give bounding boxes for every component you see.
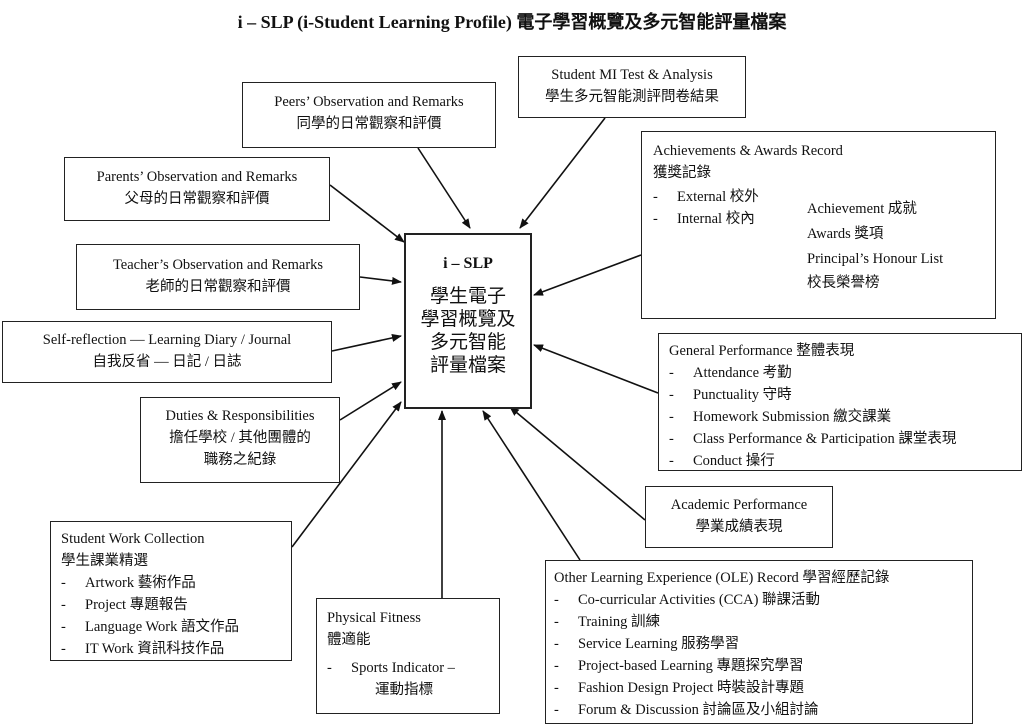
arrow-peers — [417, 147, 471, 229]
ole-item: Fashion Design Project 時裝設計專題 — [578, 680, 804, 696]
work-item: Language Work 語文作品 — [85, 619, 240, 635]
duties-en: Duties & Responsibilities — [165, 408, 315, 424]
bullet-dash: - — [653, 211, 658, 227]
arrow-general — [533, 344, 659, 394]
teacher-zh: 老師的日常觀察和評價 — [145, 279, 291, 295]
bullet-dash: - — [327, 660, 332, 676]
bullet-dash: - — [669, 365, 674, 381]
work-item: Artwork 藝術作品 — [85, 575, 196, 591]
physical-item-zh: 運動指標 — [375, 682, 433, 698]
ole-item: Service Learning 服務學習 — [578, 636, 740, 652]
teacher-box: Teacher’s Observation and Remarks 老師的日常觀… — [76, 244, 360, 310]
hub-line: 多元智能 — [429, 332, 506, 353]
ole-item: Co-curricular Activities (CCA) 聯課活動 — [578, 592, 821, 608]
hub-title: i – SLP — [443, 255, 493, 272]
achievements-zh: 獲獎記錄 — [653, 165, 711, 181]
physical-zh: 體適能 — [327, 632, 371, 648]
bullet-dash: - — [554, 614, 559, 630]
bullet-dash: - — [669, 431, 674, 447]
work-en: Student Work Collection — [61, 531, 205, 547]
peers-zh: 同學的日常觀察和評價 — [296, 116, 442, 132]
mi-test-box: Student MI Test & Analysis 學生多元智能測評問卷結果 — [518, 56, 746, 118]
student-work-box: Student Work Collection 學生課業精選 - Artwork … — [50, 521, 292, 661]
page-title: i – SLP (i-Student Learning Profile) 電子學… — [237, 12, 787, 32]
parents-box: Parents’ Observation and Remarks 父母的日常觀察… — [64, 157, 330, 221]
general-item: Homework Submission 繳交課業 — [693, 409, 892, 425]
ole-item: Project-based Learning 專題探究學習 — [578, 658, 804, 674]
bullet-dash: - — [554, 592, 559, 608]
bullet-dash: - — [554, 680, 559, 696]
peers-box: Peers’ Observation and Remarks 同學的日常觀察和評… — [242, 82, 496, 148]
achievements-box: Achievements & Awards Record 獲獎記錄 - Exter… — [641, 131, 996, 319]
mi-test-en: Student MI Test & Analysis — [551, 67, 713, 83]
hub-box: i – SLP 學生電子 學習概覽及 多元智能 評量檔案 — [404, 233, 532, 409]
work-item: Project 專題報告 — [85, 597, 188, 613]
physical-en: Physical Fitness — [327, 610, 421, 626]
arrow-parents — [329, 184, 405, 243]
physical-fitness-box: Physical Fitness 體適能 - Sports Indicator –… — [316, 598, 500, 714]
bullet-dash: - — [554, 636, 559, 652]
ole-item: Forum & Discussion 討論區及小組討論 — [578, 702, 819, 718]
duties-box: Duties & Responsibilities 擔任學校 / 其他團體的 職… — [140, 397, 340, 483]
general-item: Conduct 操行 — [693, 453, 775, 469]
bullet-dash: - — [669, 453, 674, 469]
parents-en: Parents’ Observation and Remarks — [96, 169, 298, 185]
bullet-dash: - — [669, 409, 674, 425]
general-item: Punctuality 守時 — [693, 387, 792, 403]
arrow-ole — [482, 410, 581, 561]
arrow-academic — [509, 406, 646, 521]
ole-box: Other Learning Experience (OLE) Record 學… — [545, 560, 973, 724]
arrow-mi-test — [519, 117, 606, 229]
work-item: IT Work 資訊科技作品 — [85, 641, 225, 657]
achievements-external: External 校外 — [677, 189, 759, 205]
peers-en: Peers’ Observation and Remarks — [274, 94, 464, 110]
bullet-dash: - — [61, 575, 66, 591]
work-zh: 學生課業精選 — [61, 553, 148, 569]
bullet-dash: - — [653, 189, 658, 205]
academic-box: Academic Performance 學業成績表現 — [645, 486, 833, 548]
arrow-self — [331, 334, 402, 352]
arrow-achievements — [533, 254, 642, 296]
self-reflection-zh: 自我反省 — 日記 / 日誌 — [92, 354, 242, 370]
achievements-internal: Internal 校內 — [677, 211, 755, 227]
hub-line: 評量檔案 — [429, 355, 506, 376]
arrow-teacher — [359, 276, 402, 285]
bullet-dash: - — [669, 387, 674, 403]
general-item: Class Performance & Participation 課堂表現 — [693, 431, 957, 447]
self-reflection-en: Self-reflection — Learning Diary / Journ… — [42, 332, 292, 348]
arrow-work — [291, 401, 402, 548]
achievements-en: Achievements & Awards Record — [653, 143, 843, 159]
general-heading: General Performance 整體表現 — [669, 343, 855, 359]
duties-zh: 職務之紀錄 — [203, 452, 277, 468]
honour-list-sub: Principal’s Honour List — [807, 251, 944, 267]
hub-line: 學生電子 — [429, 286, 506, 307]
honour-list-zh: 校長榮譽榜 — [807, 275, 880, 291]
hub-line: 學習概覽及 — [420, 309, 516, 330]
physical-item: Sports Indicator – — [351, 660, 455, 676]
bullet-dash: - — [61, 619, 66, 635]
arrow-duties — [339, 381, 402, 421]
academic-en: Academic Performance — [670, 497, 808, 513]
general-item: Attendance 考勤 — [693, 365, 792, 381]
parents-zh: 父母的日常觀察和評價 — [124, 191, 270, 207]
duties-zh: 擔任學校 / 其他團體的 — [169, 430, 311, 446]
ole-heading: Other Learning Experience (OLE) Record 學… — [554, 570, 890, 586]
bullet-dash: - — [61, 641, 66, 657]
bullet-dash: - — [554, 702, 559, 718]
self-reflection-box: Self-reflection — Learning Diary / Journ… — [2, 321, 332, 383]
achievement-sub: Achievement 成就 — [807, 201, 917, 217]
ole-item: Training 訓練 — [578, 614, 661, 630]
teacher-en: Teacher’s Observation and Remarks — [112, 257, 324, 273]
academic-zh: 學業成績表現 — [695, 519, 783, 535]
mi-test-zh: 學生多元智能測評問卷結果 — [545, 89, 719, 105]
bullet-dash: - — [554, 658, 559, 674]
bullet-dash: - — [61, 597, 66, 613]
general-performance-box: General Performance 整體表現 -Attendance 考勤 … — [658, 333, 1022, 471]
awards-sub: Awards 獎項 — [807, 226, 884, 242]
